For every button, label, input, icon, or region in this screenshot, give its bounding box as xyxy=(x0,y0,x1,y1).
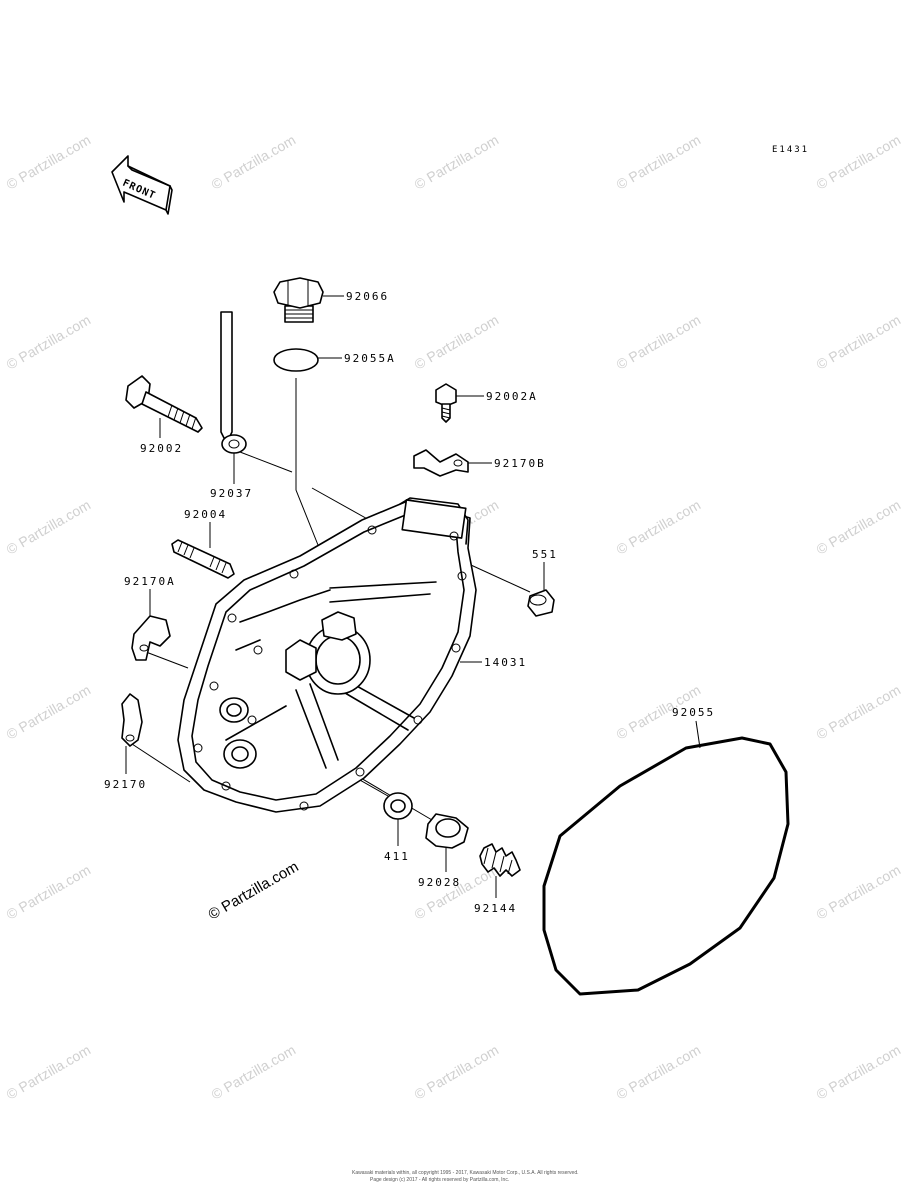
watermark: © Partzilla.com xyxy=(814,682,904,743)
front-arrow-icon: FRONT xyxy=(111,155,173,215)
part-label: 92037 xyxy=(210,487,253,500)
watermark: © Partzilla.com xyxy=(412,132,502,193)
part-92170a-clamp xyxy=(131,589,171,661)
watermark: © Partzilla.com xyxy=(4,682,94,743)
watermark: © Partzilla.com xyxy=(412,1042,502,1103)
part-14031-cover xyxy=(177,497,482,813)
part-label: 92055A xyxy=(344,352,396,365)
part-label: 92170A xyxy=(124,575,176,588)
part-label: 92066 xyxy=(346,290,389,303)
watermark: © Partzilla.com xyxy=(814,132,904,193)
part-92028-bushing xyxy=(425,813,469,872)
watermark: © Partzilla.com xyxy=(209,132,299,193)
watermark: © Partzilla.com xyxy=(814,1042,904,1103)
watermark: © Partzilla.com xyxy=(4,862,94,923)
part-label: 92002A xyxy=(486,390,538,403)
part-92170b-clamp xyxy=(413,449,492,477)
part-label: 411 xyxy=(384,850,410,863)
watermark: © Partzilla.com xyxy=(4,1042,94,1103)
part-551-dowel xyxy=(527,562,555,617)
part-92055a-oring xyxy=(273,348,342,372)
footer-design: Page design (c) 2017 - All rights reserv… xyxy=(370,1177,509,1183)
part-label: 14031 xyxy=(484,656,527,669)
watermark: © Partzilla.com xyxy=(814,312,904,373)
part-label: 92004 xyxy=(184,508,227,521)
footer-copyright: Kawasaki materials within, all copyright… xyxy=(352,1170,579,1176)
part-92066-plug xyxy=(273,277,344,323)
watermark: © Partzilla.com xyxy=(4,312,94,373)
watermark-dark: © Partzilla.com xyxy=(206,858,302,923)
part-label: 92144 xyxy=(474,902,517,915)
part-label: 92170B xyxy=(494,457,546,470)
watermark: © Partzilla.com xyxy=(4,497,94,558)
part-label: 92002 xyxy=(140,442,183,455)
part-92170-clamp xyxy=(121,693,143,774)
part-label: 92170 xyxy=(104,778,147,791)
part-label: 92055 xyxy=(672,706,715,719)
watermark: © Partzilla.com xyxy=(614,132,704,193)
watermark: © Partzilla.com xyxy=(209,1042,299,1103)
watermark: © Partzilla.com xyxy=(814,862,904,923)
part-92055-gasket xyxy=(542,720,790,996)
watermark: © Partzilla.com xyxy=(614,1042,704,1103)
watermark: © Partzilla.com xyxy=(814,497,904,558)
part-92144-spring xyxy=(479,843,521,898)
part-92002a-bolt xyxy=(435,383,484,423)
part-92037-dipstick xyxy=(220,311,247,484)
part-label: 551 xyxy=(532,548,558,561)
part-92004-stud xyxy=(171,522,235,579)
part-label: 92028 xyxy=(418,876,461,889)
part-411-seal xyxy=(383,792,413,846)
watermark: © Partzilla.com xyxy=(614,497,704,558)
part-92002-bolt xyxy=(125,375,203,438)
diagram-code: E1431 xyxy=(772,145,809,155)
watermark: © Partzilla.com xyxy=(614,312,704,373)
watermark: © Partzilla.com xyxy=(412,312,502,373)
watermark: © Partzilla.com xyxy=(4,132,94,193)
